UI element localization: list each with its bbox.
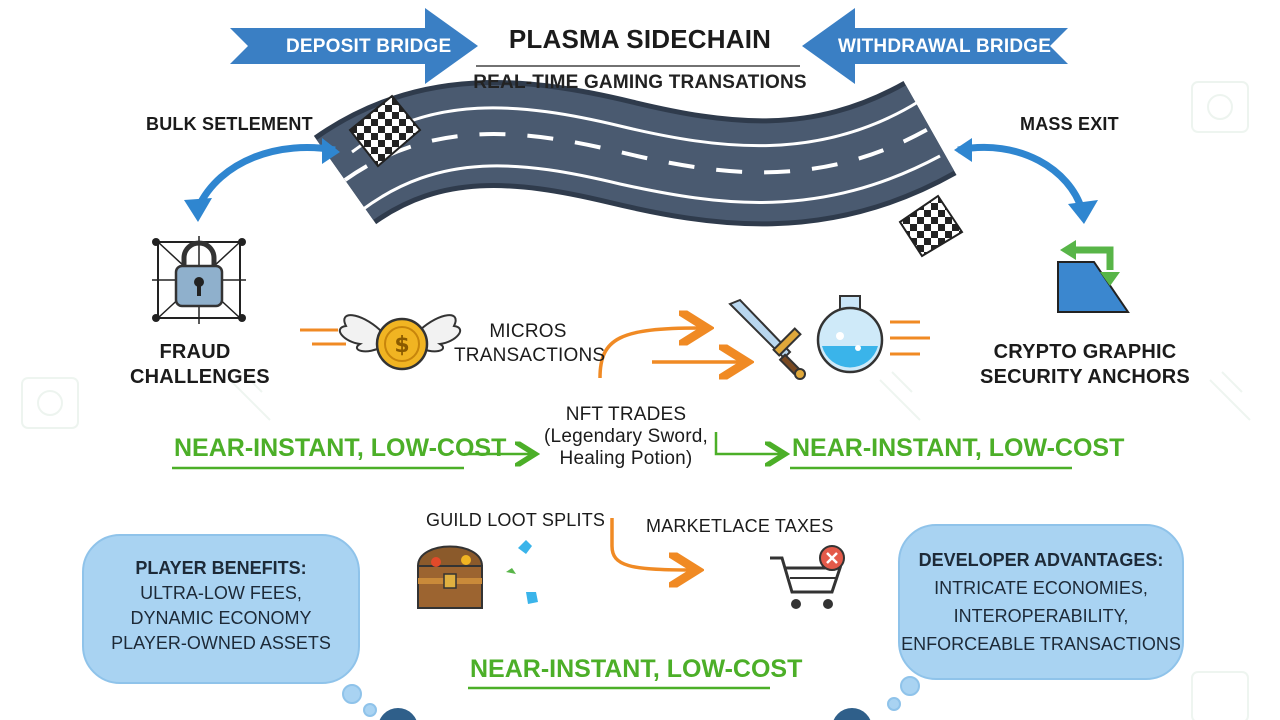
page-subtitle: REAL-TIME GAMING TRANSATIONS [473, 72, 807, 93]
fraud-line-2: CHALLENGES [130, 366, 270, 388]
anchor-refresh-icon [1057, 240, 1130, 313]
checkered-flag-icon [348, 94, 422, 168]
road-icon [313, 80, 957, 227]
svg-text:$: $ [394, 333, 409, 358]
crypto-line-1: CRYPTO GRAPHIC [993, 341, 1177, 363]
mass-exit-arrow [957, 143, 1086, 212]
bottom-left-icon [379, 708, 417, 720]
deposit-bridge-label: DEPOSIT BRIDGE [286, 36, 452, 57]
nft-line-3: Healing Potion) [559, 448, 693, 469]
shopping-cart-icon [770, 545, 845, 609]
bulk-settlement-label: BULK SETLEMENT [146, 114, 313, 134]
near-instant-right: NEAR-INSTANT, LOW-COST [792, 434, 1125, 462]
checkered-flag-icon [898, 194, 964, 258]
developer-advantages-bubble: DEVELOPER ADVANTAGES: INTRICATE ECONOMIE… [898, 524, 1184, 680]
marketplace-taxes-label: MARKETLACE TAXES [646, 516, 834, 536]
background-watermark-icons [21, 81, 1251, 720]
potion-icon [816, 295, 884, 374]
micro-to-nft-arrow [598, 328, 700, 379]
near-right-arrow [714, 432, 780, 454]
withdrawal-bridge-label: WITHDRAWAL BRIDGE [838, 36, 1052, 57]
player-benefits-bubble: PLAYER BENEFITS: ULTRA-LOW FEES, DYNAMIC… [82, 534, 360, 684]
nft-line-2: (Legendary Sword, [544, 426, 708, 447]
fraud-challenges-label: FRAUD CHALLENGES [130, 340, 270, 390]
bubble-tail-dots [342, 676, 920, 717]
nft-trades-label: NFT TRADES (Legendary Sword, Healing Pot… [536, 404, 716, 470]
micro-line-2: TRANSACTIONS [454, 345, 606, 366]
winged-coin-icon: $ [339, 314, 461, 371]
crypto-anchors-label: CRYPTO GRAPHIC SECURITY ANCHORS [970, 340, 1200, 390]
page-title: PLASMA SIDECHAIN [508, 24, 772, 54]
micro-line-1: MICROS [489, 321, 567, 342]
near-instant-bottom: NEAR-INSTANT, LOW-COST [470, 655, 803, 683]
player-benefits-title: PLAYER BENEFITS: [135, 558, 307, 578]
sword-icon [728, 298, 806, 380]
developer-advantages-title: DEVELOPER ADVANTAGES: [918, 550, 1164, 570]
treasure-chest-icon [416, 540, 538, 609]
fraud-line-1: FRAUD [159, 341, 231, 363]
developer-advantage-1: INTRICATE ECONOMIES, [934, 578, 1148, 598]
developer-advantage-2: INTEROPERABILITY, [953, 606, 1129, 626]
guild-loot-label: GUILD LOOT SPLITS [426, 510, 606, 530]
player-benefit-3: PLAYER-OWNED ASSETS [111, 633, 331, 653]
guild-to-market-arrow [610, 518, 690, 570]
crypto-line-2: SECURITY ANCHORS [980, 366, 1190, 388]
withdrawal-bridge-arrow [802, 8, 1068, 84]
developer-advantage-3: ENFORCEABLE TRANSACTIONS [901, 634, 1181, 654]
nft-line-1: NFT TRADES [565, 404, 687, 425]
player-benefit-1: ULTRA-LOW FEES, [140, 583, 302, 603]
near-instant-left: NEAR-INSTANT, LOW-COST [174, 434, 507, 462]
bottom-right-icon [833, 708, 871, 720]
mass-exit-label: MASS EXIT [1020, 114, 1119, 134]
deposit-bridge-arrow [230, 8, 478, 84]
micro-transactions-label: MICROS TRANSACTIONS [454, 320, 606, 368]
bulk-settlement-arrow [194, 144, 336, 210]
player-benefit-2: DYNAMIC ECONOMY [130, 608, 312, 628]
speed-lines-left [300, 328, 346, 346]
speed-lines-right [890, 320, 930, 356]
padlock-net-icon [152, 236, 246, 324]
